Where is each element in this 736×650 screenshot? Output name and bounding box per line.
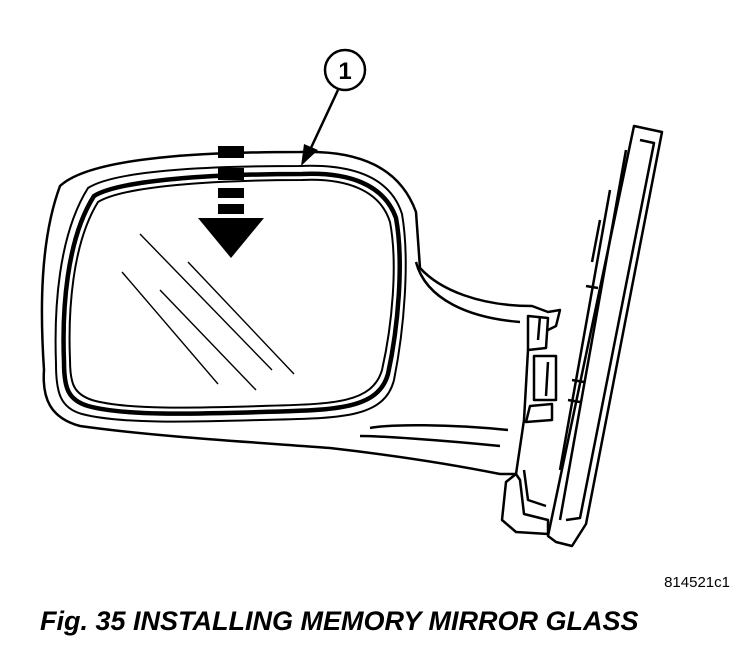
mirror-glass: [121, 233, 295, 391]
figure-code: 814521c1: [664, 574, 730, 591]
callout-1: 1: [323, 48, 367, 92]
installation-direction-arrow: [198, 146, 264, 258]
door-mount-bracket: [546, 124, 664, 548]
mirror-housing: [40, 150, 562, 536]
callout-leader-line: [301, 89, 340, 166]
mirror-frame: [54, 164, 407, 423]
callout-number: 1: [338, 58, 351, 85]
figure-caption: Fig. 35 INSTALLING MEMORY MIRROR GLASS: [40, 606, 639, 636]
